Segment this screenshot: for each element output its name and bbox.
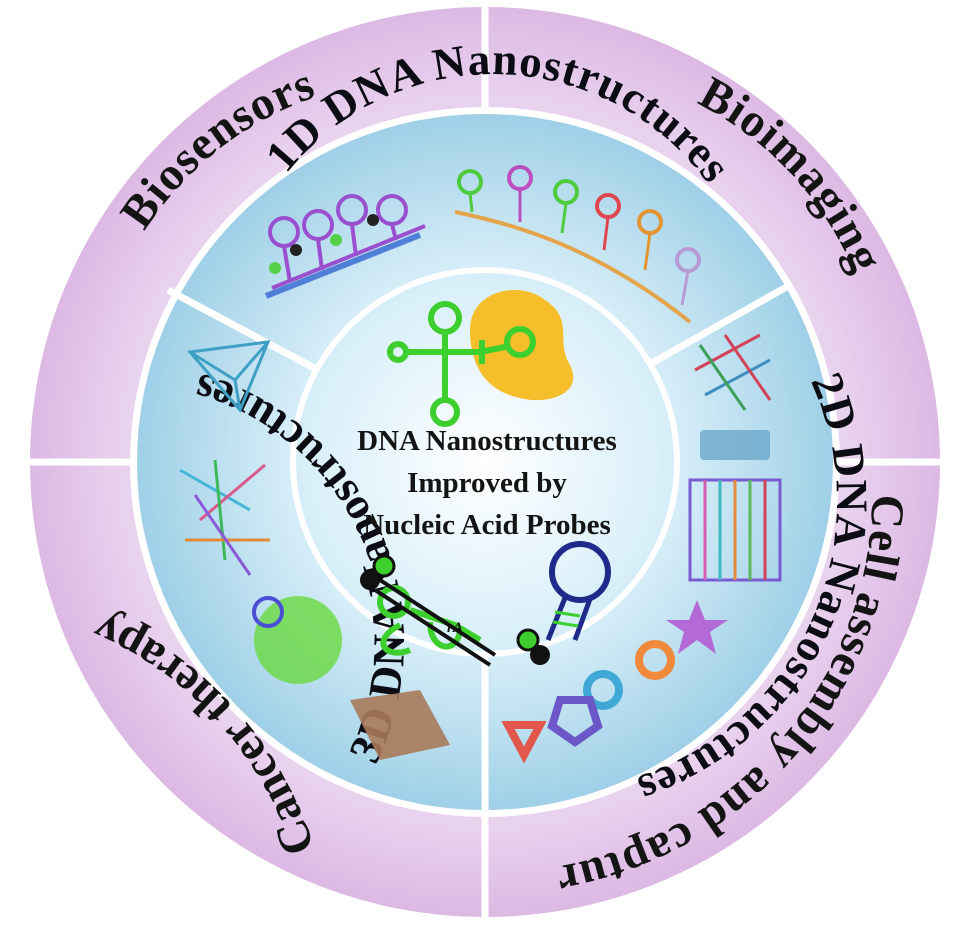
molecular-beacon-icon xyxy=(516,541,611,665)
center-title-line-3: Nucleic Acid Probes xyxy=(363,509,611,541)
center-title-line-1: DNA Nanostructures xyxy=(357,425,617,457)
dna-hydrogel-icon xyxy=(179,459,270,576)
center-disc xyxy=(296,273,674,651)
aptamer-target-icon xyxy=(387,301,536,427)
aptamer-ra-label: rA xyxy=(447,620,463,636)
dna-tile-lattice-icon xyxy=(694,333,772,411)
nanoparticle-sphere-icon xyxy=(254,596,342,684)
dna-ribbon-icon xyxy=(700,430,770,460)
center-title-line-2: Improved by xyxy=(407,467,567,499)
middle-ring-dividers xyxy=(166,281,792,812)
aptamer-loop-icon xyxy=(252,596,284,628)
dna-tetrahedron-icon xyxy=(187,340,271,413)
target-blob-icon xyxy=(470,290,574,401)
dna-origami-box-icon xyxy=(350,690,450,760)
one-d-hairpin-assembly-icon xyxy=(264,194,426,299)
hairpin-probe-icon: rA xyxy=(360,554,497,667)
dna-origami-shape-icon xyxy=(501,600,728,764)
one-d-hcr-chain-icon xyxy=(454,165,701,324)
dna-origami-rectangle-icon xyxy=(688,478,782,582)
